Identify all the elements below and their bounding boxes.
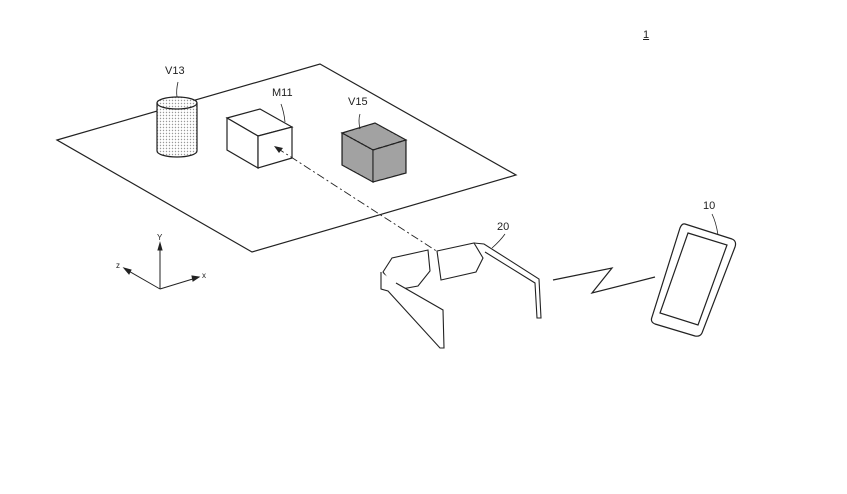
cylinder-object-v13 xyxy=(156,81,198,158)
label-v13: V13 xyxy=(165,65,185,77)
smartphone-10 xyxy=(650,213,737,337)
figure-number: 1 xyxy=(643,29,650,41)
axis-label-x: x xyxy=(202,271,206,280)
label-m11: M11 xyxy=(272,87,293,99)
label-20: 20 xyxy=(497,221,510,233)
real-object-cube-m11 xyxy=(225,103,294,170)
virtual-cube-v15 xyxy=(340,113,408,184)
label-10: 10 xyxy=(703,200,716,212)
axis-label-y: Y xyxy=(157,233,163,242)
eyewear-device-20 xyxy=(380,233,542,349)
wireless-link-icon xyxy=(552,267,656,295)
coordinate-axes xyxy=(122,241,201,290)
axis-label-z: z xyxy=(116,261,120,270)
gaze-line xyxy=(274,146,439,253)
label-v15: V15 xyxy=(348,96,368,108)
